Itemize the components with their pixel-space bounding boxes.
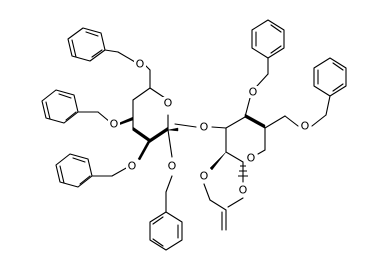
right-c6-benzyl-group [264, 57, 347, 129]
oxygen-label-c6-a: O [134, 58, 146, 71]
svg-text:O: O [128, 160, 137, 173]
right-c4-benzyl-group [244, 19, 285, 118]
oxygen-label-c2-a: O [166, 160, 178, 173]
benzene-ring [149, 211, 183, 251]
svg-text:O: O [239, 184, 248, 197]
svg-text:O: O [200, 121, 209, 134]
svg-text:O: O [164, 97, 173, 110]
benzene-ring [251, 19, 285, 59]
svg-text:O: O [249, 86, 258, 99]
left-c6-benzyl-group [67, 27, 151, 89]
svg-text:O: O [110, 118, 119, 131]
right-c1-methoxy-group [227, 161, 248, 208]
oxygen-label-c2-b: O [198, 170, 210, 183]
left-c3-benzyl-group [55, 140, 151, 188]
right-c2-allyl-group [203, 151, 227, 231]
left-c2-benzyl-group [149, 129, 183, 251]
oxygen-label-glycosidic: O [198, 121, 210, 134]
oxygen-label-c3-b: O [247, 86, 259, 99]
oxygen-label-c1-b: O [237, 184, 249, 197]
oxygen-label-c6-b: O [299, 120, 311, 133]
oxygen-label-ring-a: O [162, 97, 174, 110]
svg-text:O: O [301, 120, 310, 133]
svg-text:O: O [168, 160, 177, 173]
svg-text:O: O [200, 170, 209, 183]
svg-text:O: O [247, 152, 256, 165]
oxygen-label-c4-a: O [108, 118, 120, 131]
benzene-ring [313, 57, 347, 97]
svg-text:O: O [136, 58, 145, 71]
left-sugar-ring [132, 87, 169, 143]
benzene-ring [67, 27, 106, 62]
glycosidic-linkage [167, 99, 227, 132]
oxygen-label-ring-b: O [245, 152, 257, 165]
benzene-ring [41, 89, 79, 124]
benzene-ring [55, 153, 93, 188]
oxygen-label-c3-a: O [126, 160, 138, 173]
